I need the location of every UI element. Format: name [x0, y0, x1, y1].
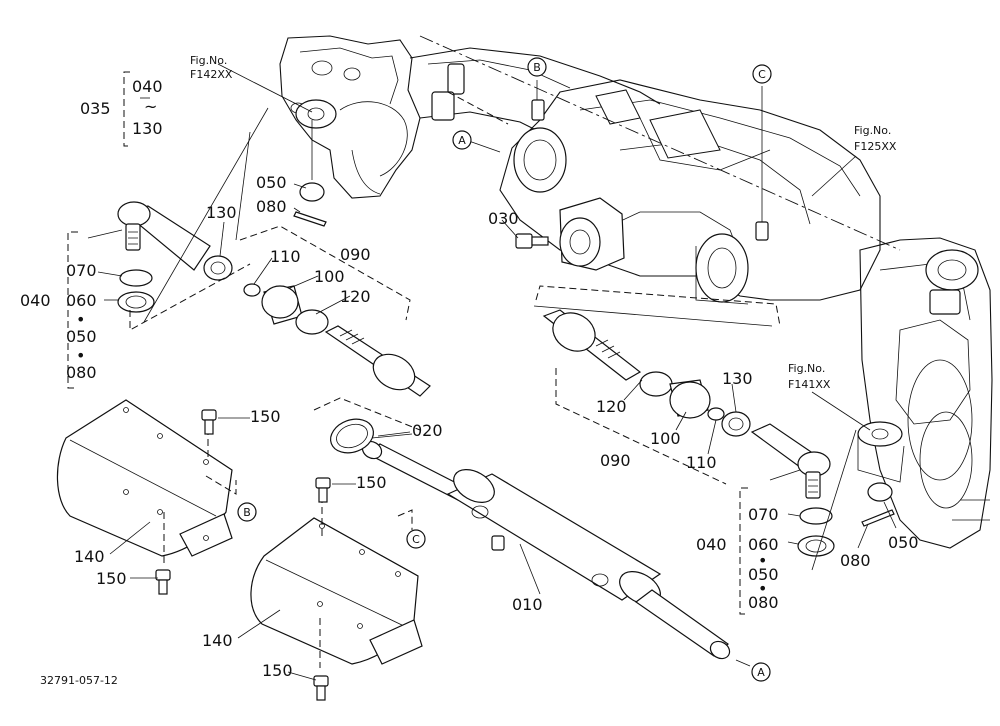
part-label: 100	[650, 429, 681, 448]
marker-b-label: B	[533, 61, 541, 74]
part-label: 150	[262, 661, 293, 680]
guard-right	[250, 496, 423, 668]
left-group-item: •	[76, 310, 85, 329]
marker-b-bottom: B	[237, 502, 257, 522]
part-label: 020	[412, 421, 443, 440]
part-label: 130	[722, 369, 753, 388]
right-group-item: 060	[748, 535, 779, 554]
fig-ref-f141: Fig.No. F141XX	[788, 362, 831, 391]
right-group-item: •	[758, 579, 767, 598]
marker-b-label: B	[243, 506, 251, 519]
right-group-bracket	[739, 487, 748, 615]
bolts-150	[155, 233, 549, 701]
snap-ring-020	[313, 397, 421, 454]
range-group: 035 040 ~ 130	[80, 77, 163, 138]
fig-ref-code: F125XX	[854, 140, 897, 153]
left-group-bracket	[67, 231, 78, 389]
part-label: 120	[596, 397, 627, 416]
part-label: 080	[256, 197, 287, 216]
right-group-item: 050	[748, 565, 779, 584]
part-label: 050	[256, 173, 287, 192]
part-label: 050	[888, 533, 919, 552]
part-label: 130	[206, 203, 237, 222]
part-label: 080	[840, 551, 871, 570]
left-group-item: •	[76, 346, 85, 365]
fig-ref-title: Fig.No.	[854, 124, 891, 137]
part-label: 110	[686, 453, 717, 472]
marker-c-label: C	[412, 533, 420, 546]
fig-ref-code: F142XX	[190, 68, 233, 81]
fig-ref-title: Fig.No.	[788, 362, 825, 375]
part-label: 090	[600, 451, 631, 470]
right-tie-rod	[533, 285, 895, 571]
part-label: 150	[250, 407, 281, 426]
axle-housing	[279, 35, 993, 549]
range-to: 130	[132, 119, 163, 138]
right-group-item: 080	[748, 593, 779, 612]
leader-lines	[87, 63, 897, 681]
left-group-main: 040	[20, 291, 51, 310]
part-labels: 050 080 130 110 090 100 120 030 020 150 …	[74, 173, 919, 680]
left-group: 040 070 060 • 050 • 080	[20, 261, 97, 382]
marker-a-top: A	[452, 130, 472, 150]
part-label: 150	[356, 473, 387, 492]
marker-a-bottom: A	[751, 662, 771, 682]
part-label: 010	[512, 595, 543, 614]
part-label: 140	[202, 631, 233, 650]
left-group-item: 050	[66, 327, 97, 346]
left-group-item: 060	[66, 291, 97, 310]
range-bracket	[123, 71, 130, 147]
marker-c-label: C	[758, 68, 766, 81]
part-label: 150	[96, 569, 127, 588]
part-label: 120	[340, 287, 371, 306]
steering-cylinder	[361, 440, 731, 660]
fig-ref-code: F141XX	[788, 378, 831, 391]
part-label: 140	[74, 547, 105, 566]
drawing-id: 32791-057-12	[40, 674, 118, 687]
marker-a-label: A	[458, 134, 466, 147]
range-from: 040	[132, 77, 163, 96]
left-group-item: 070	[66, 261, 97, 280]
left-tie-rod	[117, 107, 431, 397]
marker-c-bottom: C	[406, 529, 426, 549]
marker-a-label: A	[757, 666, 765, 679]
fig-ref-title: Fig.No.	[190, 54, 227, 67]
right-group-item: 070	[748, 505, 779, 524]
marker-c-top: C	[752, 64, 772, 84]
left-group-item: 080	[66, 363, 97, 382]
part-label: 100	[314, 267, 345, 286]
fig-ref-f125: Fig.No. F125XX	[854, 124, 897, 153]
part-label: 030	[488, 209, 519, 228]
range-tilde: ~	[144, 97, 157, 116]
guard-left	[56, 399, 237, 566]
range-main: 035	[80, 99, 111, 118]
right-group-main: 040	[696, 535, 727, 554]
part-label: 110	[270, 247, 301, 266]
right-group: 040 070 060 • 050 • 080	[696, 505, 779, 612]
right-group-item: •	[758, 551, 767, 570]
fig-ref-f142: Fig.No. F142XX	[190, 54, 233, 81]
marker-b-top: B	[527, 57, 547, 77]
part-label: 090	[340, 245, 371, 264]
